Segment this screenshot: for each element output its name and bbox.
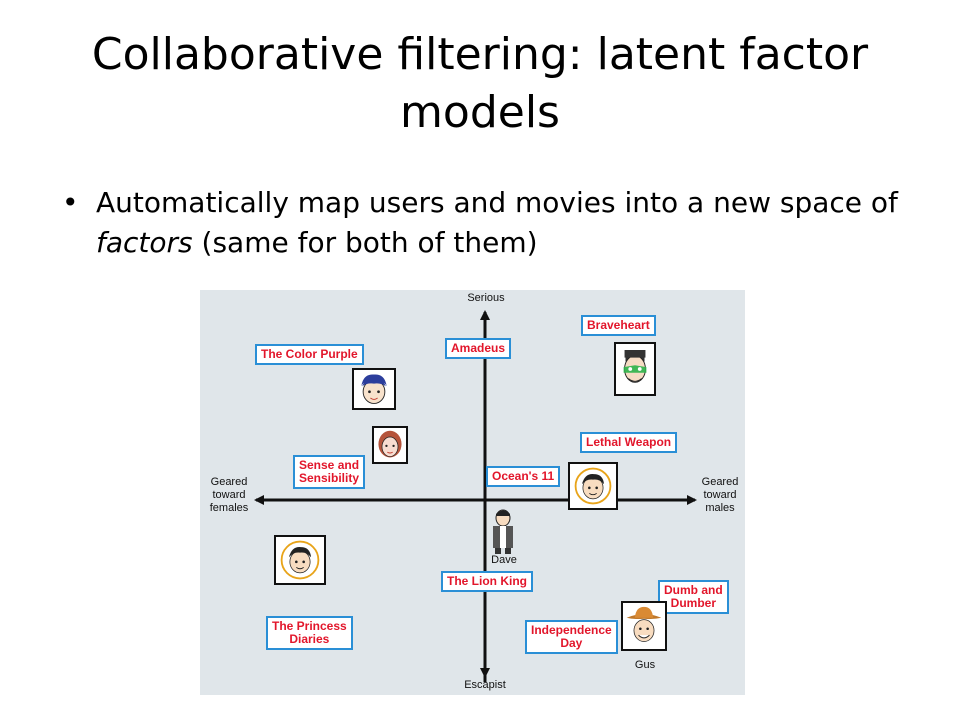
movie-label-braveheart: Braveheart bbox=[581, 315, 656, 336]
movie-label-the-color-purple: The Color Purple bbox=[255, 344, 364, 365]
axis-label-left: Geared toward females bbox=[204, 476, 254, 515]
boy-face-icon bbox=[574, 467, 612, 505]
woman-face-icon bbox=[361, 374, 387, 404]
bullet-text: Automatically map users and movies into … bbox=[96, 183, 922, 263]
latent-factor-diagram: Serious Escapist Geared toward females G… bbox=[200, 290, 745, 695]
axis-label-left-line: Geared bbox=[210, 476, 248, 488]
axis-label-right-line: males bbox=[705, 502, 735, 514]
movie-label-amadeus: Amadeus bbox=[445, 338, 512, 359]
user-face-icon bbox=[614, 342, 656, 396]
movie-label-text: Dumb and bbox=[664, 583, 723, 597]
movie-label-lethal-weapon: Lethal Weapon bbox=[580, 432, 678, 453]
cowboy-face-icon bbox=[626, 606, 662, 642]
user-face-icon bbox=[352, 368, 396, 410]
axis-label-right-line: toward bbox=[703, 489, 737, 501]
movie-label-text: The Princess bbox=[272, 619, 347, 633]
axis-label-serious: Serious bbox=[467, 292, 505, 304]
user-face-icon bbox=[372, 426, 408, 464]
movie-label-text: Sense and bbox=[299, 458, 360, 472]
bullet-list-item: • Automatically map users and movies int… bbox=[62, 183, 922, 263]
axis-label-left-line: females bbox=[209, 502, 249, 514]
user-face-icon bbox=[621, 601, 667, 651]
axis-label-escapist: Escapist bbox=[464, 679, 506, 691]
movie-label-text: Diaries bbox=[289, 632, 330, 646]
movie-label-text: Lethal Weapon bbox=[586, 435, 672, 449]
slide-title: Collaborative filtering: latent factor m… bbox=[91, 29, 869, 138]
movie-label-text: Day bbox=[560, 636, 583, 650]
axis-label-left-line: toward bbox=[212, 489, 246, 501]
movie-label-text: Ocean's 11 bbox=[492, 469, 555, 483]
user-face-icon bbox=[274, 535, 326, 585]
axis-label-right-line: Geared bbox=[701, 476, 739, 488]
bullet-text-part-2: (same for both of them) bbox=[192, 226, 538, 259]
bearded-man-face-icon bbox=[623, 350, 647, 383]
axis-label-right: Geared toward males bbox=[699, 476, 741, 515]
movie-label-text: Independence bbox=[531, 623, 612, 637]
bullet-text-emphasis: factors bbox=[96, 226, 193, 259]
dave-figure-icon bbox=[493, 509, 513, 554]
bullet-text-part-1: Automatically map users and movies into … bbox=[96, 186, 898, 219]
user-label-gus: Gus bbox=[634, 659, 656, 671]
movie-label-text: Sensibility bbox=[299, 471, 360, 485]
axes bbox=[254, 310, 697, 682]
bullet-marker: • bbox=[62, 186, 79, 219]
movie-label-text: Braveheart bbox=[587, 318, 650, 332]
movie-label-text: The Lion King bbox=[447, 574, 527, 588]
girl-face-icon bbox=[378, 430, 402, 458]
movie-label-text: Dumber bbox=[670, 596, 716, 610]
user-face-icon bbox=[568, 462, 618, 510]
movie-label-oceans-11: Ocean's 11 bbox=[486, 466, 561, 487]
user-label-dave: Dave bbox=[491, 554, 517, 566]
movie-label-text: The Color Purple bbox=[261, 347, 358, 361]
movie-label-the-lion-king: The Lion King bbox=[441, 571, 533, 592]
movie-label-text: Amadeus bbox=[451, 341, 506, 355]
boy-face-icon bbox=[280, 540, 320, 580]
